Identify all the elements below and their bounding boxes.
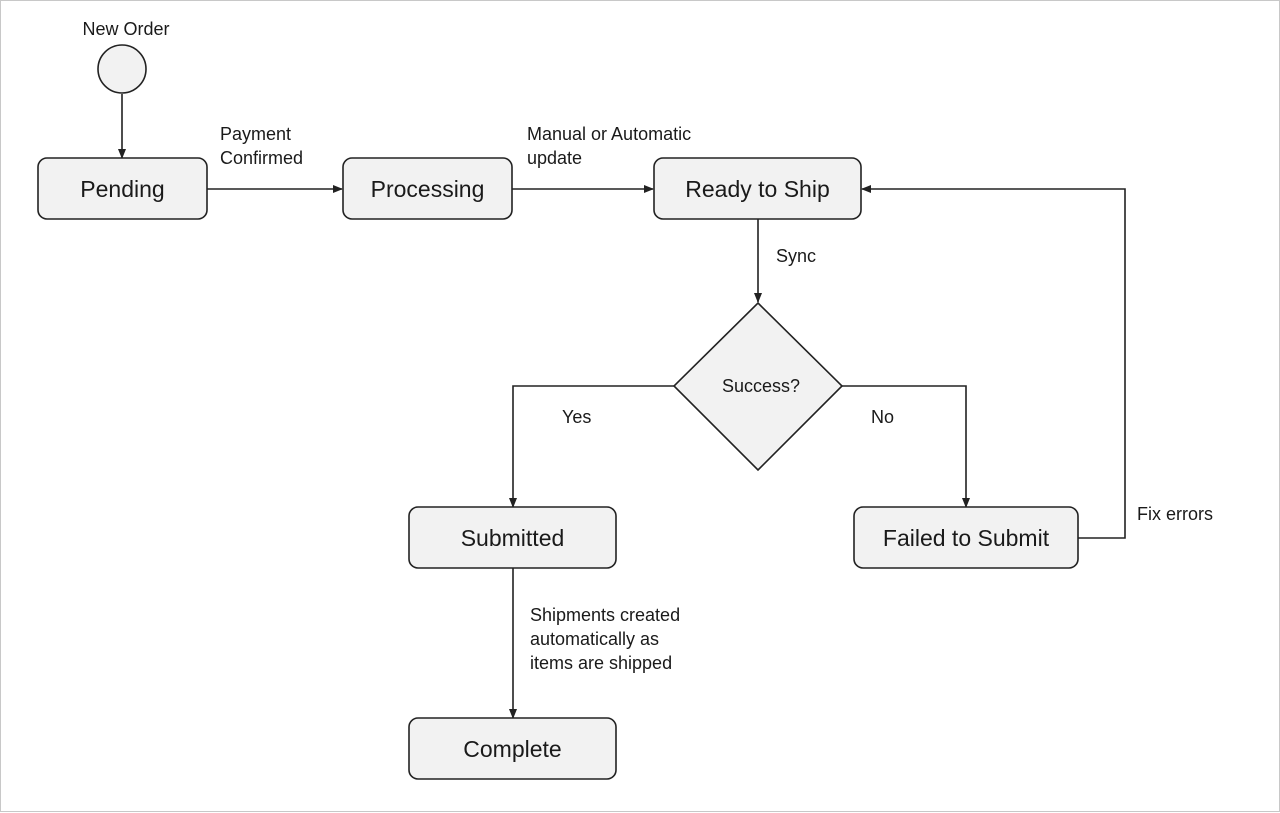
start-node xyxy=(97,44,147,94)
state-submitted: Submitted xyxy=(408,506,617,569)
state-complete: Complete xyxy=(408,717,617,780)
edge-label-shipments-line3: items are shipped xyxy=(530,653,672,673)
edge-decision-yes-to-submitted xyxy=(509,385,674,508)
edge-decision-no-to-failed xyxy=(842,385,970,508)
edge-label-manual-line1: Manual or Automatic xyxy=(527,124,691,144)
state-pending: Pending xyxy=(37,157,208,220)
edge-label-sync: Sync xyxy=(776,246,816,266)
state-submitted-label: Submitted xyxy=(461,525,565,551)
edge-label-no: No xyxy=(871,407,894,427)
edge-failed-to-ready xyxy=(861,185,1126,539)
state-ready-to-ship-label: Ready to Ship xyxy=(685,176,829,202)
edge-label-fix-errors: Fix errors xyxy=(1137,504,1213,524)
decision-success-label: Success? xyxy=(722,376,800,396)
state-complete-label: Complete xyxy=(463,736,561,762)
edge-label-shipments-line1: Shipments created xyxy=(530,605,680,625)
edge-label-shipments-line2: automatically as xyxy=(530,629,659,649)
edge-label-yes: Yes xyxy=(562,407,591,427)
state-processing: Processing xyxy=(342,157,513,220)
edge-label-payment-line1: Payment xyxy=(220,124,291,144)
state-failed-to-submit: Failed to Submit xyxy=(853,506,1079,569)
state-ready-to-ship: Ready to Ship xyxy=(653,157,862,220)
state-pending-label: Pending xyxy=(80,176,164,202)
edge-label-manual-line2: update xyxy=(527,148,582,168)
state-processing-label: Processing xyxy=(371,176,485,202)
decision-success: Success? xyxy=(672,301,844,472)
state-failed-to-submit-label: Failed to Submit xyxy=(883,525,1050,551)
start-label: New Order xyxy=(82,19,169,39)
edge-label-payment-line2: Confirmed xyxy=(220,148,303,168)
